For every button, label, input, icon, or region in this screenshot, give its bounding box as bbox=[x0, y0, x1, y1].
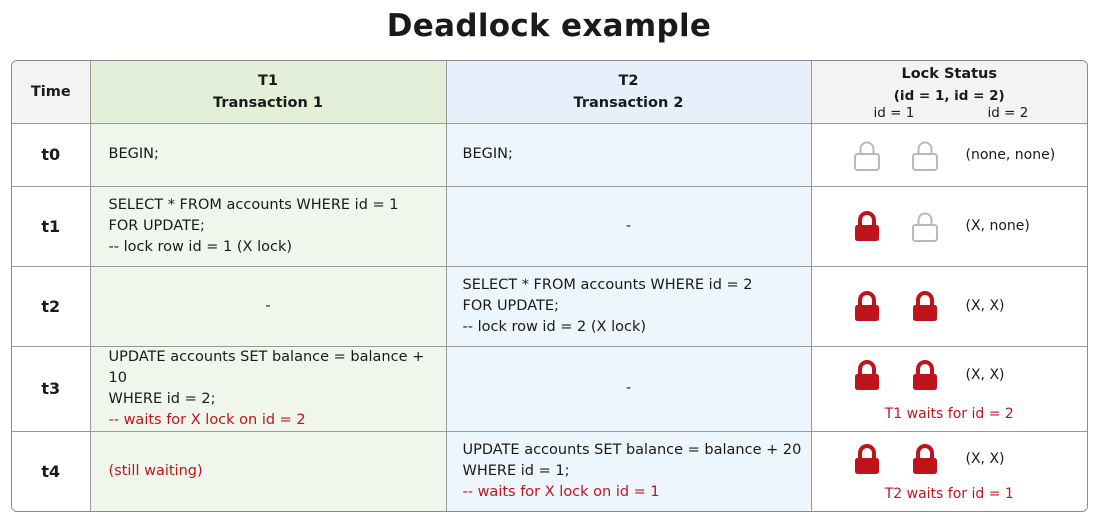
t2-code-line: WHERE id = 1; bbox=[462, 462, 570, 479]
lock-open-icon bbox=[910, 139, 940, 171]
lock-status-ids: (id = 1, id = 2) bbox=[893, 87, 1005, 104]
t2-code-line: BEGIN; bbox=[462, 146, 513, 162]
time-header: Time bbox=[12, 61, 91, 124]
lock-icons bbox=[852, 290, 940, 322]
t1-code-line: -- waits for X lock on id = 2 bbox=[108, 411, 306, 428]
lock-closed-icon bbox=[910, 359, 940, 391]
lock-icons bbox=[852, 210, 940, 242]
lock-closed-icon bbox=[852, 210, 882, 242]
lock-closed-icon bbox=[910, 290, 940, 322]
t2-code-line: - bbox=[625, 217, 632, 234]
t2-code-line: SELECT * FROM accounts WHERE id = 2 bbox=[462, 276, 753, 293]
wait-note: T2 waits for id = 1 bbox=[884, 486, 1014, 502]
lock-open-icon bbox=[910, 210, 940, 242]
lock-status-cell: (X, X) T1 waits for id = 2 bbox=[810, 345, 1087, 432]
t1-code-line: UPDATE accounts SET balance = balance + … bbox=[108, 348, 425, 386]
t1-code-line: -- lock row id = 1 (X lock) bbox=[108, 238, 293, 255]
table-row: t3 UPDATE accounts SET balance = balance … bbox=[12, 345, 1087, 432]
lock-status-cell: (X, X) bbox=[810, 265, 1087, 347]
t2-header-name: T2 bbox=[618, 72, 639, 89]
t1-cell: SELECT * FROM accounts WHERE id = 1 FOR U… bbox=[89, 185, 447, 267]
t2-cell: - bbox=[445, 345, 812, 432]
header-row: Time T1 Transaction 1 T2 Transaction 2 L… bbox=[12, 61, 1087, 124]
lock-icons bbox=[852, 359, 940, 391]
lock-closed-icon bbox=[852, 290, 882, 322]
table-row: t4 (still waiting) UPDATE accounts SET bal… bbox=[12, 430, 1087, 511]
time-cell: t0 bbox=[12, 122, 91, 187]
page-title: Deadlock example bbox=[386, 8, 712, 44]
t1-cell: (still waiting) bbox=[89, 430, 447, 511]
t2-code-line: FOR UPDATE; bbox=[462, 297, 559, 314]
lock-icons bbox=[852, 443, 940, 475]
t2-code-line: UPDATE accounts SET balance = balance + … bbox=[462, 441, 802, 458]
lock-state-text: (none, none) bbox=[965, 146, 1056, 163]
lock-status-cell: (X, none) bbox=[810, 185, 1087, 267]
time-cell: t3 bbox=[12, 345, 91, 432]
t1-header-desc: Transaction 1 bbox=[213, 94, 323, 111]
t2-code-line: -- lock row id = 2 (X lock) bbox=[462, 318, 647, 335]
lock-sub-id1: id = 1 bbox=[873, 104, 915, 121]
time-header-label: Time bbox=[30, 83, 71, 100]
lock-status-cell: (X, X) T2 waits for id = 1 bbox=[810, 430, 1087, 511]
t1-cell: BEGIN; bbox=[89, 122, 447, 187]
lock-closed-icon bbox=[910, 443, 940, 475]
t2-code-line: - bbox=[625, 380, 632, 396]
t2-cell: SELECT * FROM accounts WHERE id = 2 FOR U… bbox=[445, 265, 812, 347]
time-cell: t4 bbox=[12, 430, 91, 511]
t1-code-line: - bbox=[265, 297, 271, 314]
t1-code-line: WHERE id = 2; bbox=[108, 390, 216, 407]
t1-code-line: FOR UPDATE; bbox=[108, 217, 205, 234]
time-cell: t1 bbox=[12, 185, 91, 267]
t1-code-line: SELECT * FROM accounts WHERE id = 1 bbox=[108, 196, 399, 213]
table-row: t0 BEGIN; BEGIN; (none, none) bbox=[12, 122, 1087, 187]
lock-state-text: (X, X) bbox=[965, 367, 1005, 384]
table-row: t1 SELECT * FROM accounts WHERE id = 1 FOR… bbox=[12, 185, 1087, 267]
lock-status-header: Lock Status (id = 1, id = 2) id = 1 id =… bbox=[810, 61, 1087, 124]
lock-status-title: Lock Status bbox=[901, 65, 998, 82]
t1-code-line: (still waiting) bbox=[108, 462, 203, 479]
lock-open-icon bbox=[852, 139, 882, 171]
t1-code-line: BEGIN; bbox=[108, 146, 159, 162]
t2-header: T2 Transaction 2 bbox=[445, 61, 812, 124]
t2-cell: - bbox=[445, 185, 812, 267]
t1-header: T1 Transaction 1 bbox=[89, 61, 447, 124]
t2-header-desc: Transaction 2 bbox=[573, 94, 684, 111]
deadlock-table: Time T1 Transaction 1 T2 Transaction 2 L… bbox=[11, 60, 1088, 512]
t2-cell: BEGIN; bbox=[445, 122, 812, 187]
lock-closed-icon bbox=[852, 359, 882, 391]
t2-cell: UPDATE accounts SET balance = balance + … bbox=[445, 430, 812, 511]
lock-state-text: (X, X) bbox=[965, 298, 1005, 314]
time-cell: t2 bbox=[12, 265, 91, 347]
t1-cell: UPDATE accounts SET balance = balance + … bbox=[89, 345, 447, 432]
lock-state-text: (X, none) bbox=[965, 218, 1030, 234]
lock-sub-id2: id = 2 bbox=[987, 104, 1029, 121]
t1-header-name: T1 bbox=[258, 72, 278, 89]
lock-icons bbox=[852, 139, 940, 171]
wait-note: T1 waits for id = 2 bbox=[884, 405, 1014, 422]
lock-status-cell: (none, none) bbox=[810, 122, 1087, 187]
t2-code-line: -- waits for X lock on id = 1 bbox=[462, 483, 660, 500]
lock-state-text: (X, X) bbox=[965, 450, 1005, 467]
t1-cell: - bbox=[89, 265, 447, 347]
table-row: t2 - SELECT * FROM accounts WHERE id = 2 FO… bbox=[12, 265, 1087, 347]
lock-closed-icon bbox=[852, 443, 882, 475]
